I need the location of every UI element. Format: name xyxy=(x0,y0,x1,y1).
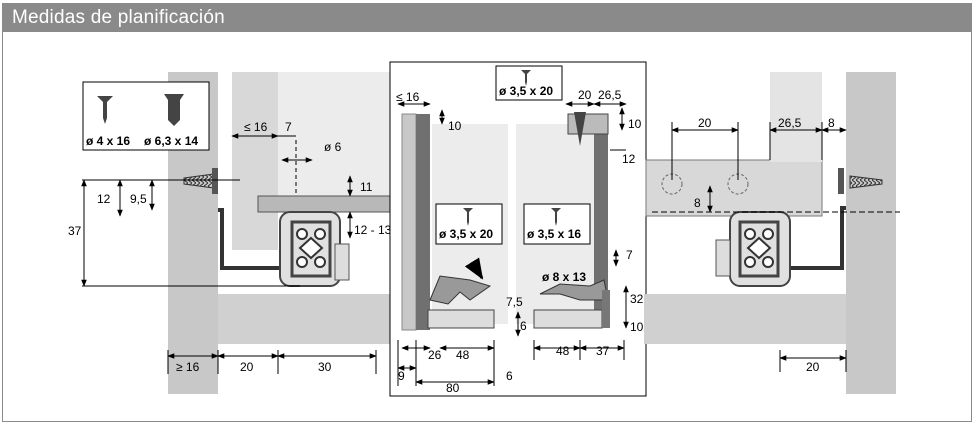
dim-26-5-right: 26,5 xyxy=(778,116,802,130)
dim-30-left: 30 xyxy=(318,360,332,374)
drawer-front-strip xyxy=(416,114,430,330)
dim-26-5-center: 26,5 xyxy=(598,88,622,102)
rear-bracket xyxy=(567,113,609,135)
dim-8-right: 8 xyxy=(694,196,701,210)
dim-12-center: 12 xyxy=(622,152,636,166)
screw-icon-rear xyxy=(574,112,586,146)
dim-le16-center: ≤ 16 xyxy=(396,90,420,104)
screw-icon-small xyxy=(97,96,113,124)
screw-label-4x16: ø 4 x 16 xyxy=(86,134,130,148)
dim-7-left: 7 xyxy=(285,120,292,134)
screw-icon-center-left xyxy=(463,208,473,226)
insert-arrow xyxy=(464,257,484,280)
rear-panel-strip xyxy=(594,124,608,328)
dim-26-center: 26 xyxy=(428,348,442,362)
front-panel xyxy=(401,113,417,331)
dim-10-center-top: 10 xyxy=(448,119,462,133)
center-section: ø 3,5 x 20 ø 3,5 x 20 ø 3,5 x 16 ø 8 x 1… xyxy=(389,61,647,397)
dim-48-center-right: 48 xyxy=(556,344,570,358)
dim-12-13-left: 12 - 13 xyxy=(354,223,392,237)
dim-12-left: 12 xyxy=(97,192,111,206)
drawer-bottom-right xyxy=(645,159,823,217)
screw-label-top: ø 3,5 x 20 xyxy=(499,84,553,98)
dim-11-left: 11 xyxy=(360,180,373,194)
dim-20-left: 20 xyxy=(240,360,254,374)
page-title: Medidas de planificación xyxy=(12,7,225,28)
dim-le16-left: ≤ 16 xyxy=(244,120,268,134)
dim-32-center: 32 xyxy=(630,292,644,306)
dim-48-center-left: 48 xyxy=(456,348,470,362)
dim-9-center: 9 xyxy=(398,369,405,383)
dim-20-center: 20 xyxy=(578,88,592,102)
dim-ge16-left: ≥ 16 xyxy=(176,360,200,374)
screw-icon-large xyxy=(164,94,184,126)
dim-8-right-top: 8 xyxy=(828,116,835,130)
drawer-side-left xyxy=(232,72,278,250)
screw-label-6-3x14: ø 6,3 x 14 xyxy=(144,134,198,148)
dim-37-center: 37 xyxy=(596,344,610,358)
dim-10-center-bottom: 10 xyxy=(630,320,644,334)
screw-label-center-right: ø 3,5 x 16 xyxy=(527,227,581,241)
screw-label-center-left: ø 3,5 x 20 xyxy=(439,227,493,241)
bottom-panel-right xyxy=(644,294,846,344)
dim-7-5-center: 7,5 xyxy=(506,295,523,309)
dim-9-5-left: 9,5 xyxy=(130,192,147,206)
left-section: ø 4 x 16 ø 6,3 x 14 ≤ 16 7 ø 6 11 xyxy=(68,72,392,394)
runner-profile-right xyxy=(715,211,791,287)
drawer-bottom-left xyxy=(257,195,391,213)
screw-wall-right xyxy=(838,168,883,194)
dim-10-center-right: 10 xyxy=(628,117,642,131)
dim-d6-left: ø 6 xyxy=(324,140,342,154)
drawer-interior-left xyxy=(278,72,390,202)
runner-bottom-left xyxy=(427,309,495,329)
dim-6-center-top: 6 xyxy=(520,319,527,333)
header-bar: Medidas de planificación xyxy=(3,4,971,32)
dim-20-right: 20 xyxy=(698,116,712,130)
bottom-panel-left xyxy=(218,294,390,344)
dim-20-right-bottom: 20 xyxy=(806,360,820,374)
right-section: 20 26,5 8 8 20 xyxy=(644,72,900,394)
screw-icon-center-right xyxy=(551,208,561,226)
runner-bottom-right xyxy=(533,309,603,329)
screw-icon-top xyxy=(521,70,531,86)
dim-7-center: 7 xyxy=(626,248,633,262)
runner-bracket-right xyxy=(784,206,846,270)
locking-device-left xyxy=(429,275,492,305)
bolt-label: ø 8 x 13 xyxy=(542,270,586,284)
dim-6-center-bottom: 6 xyxy=(506,369,513,383)
drawer-side-right xyxy=(770,72,822,162)
runner-profile-left xyxy=(279,211,350,287)
cabinet-side-panel-right xyxy=(846,72,896,394)
rear-hook xyxy=(602,290,610,328)
screw-wall-left xyxy=(183,168,218,194)
dim-80-center: 80 xyxy=(446,381,460,395)
dim-37-left: 37 xyxy=(68,224,82,238)
